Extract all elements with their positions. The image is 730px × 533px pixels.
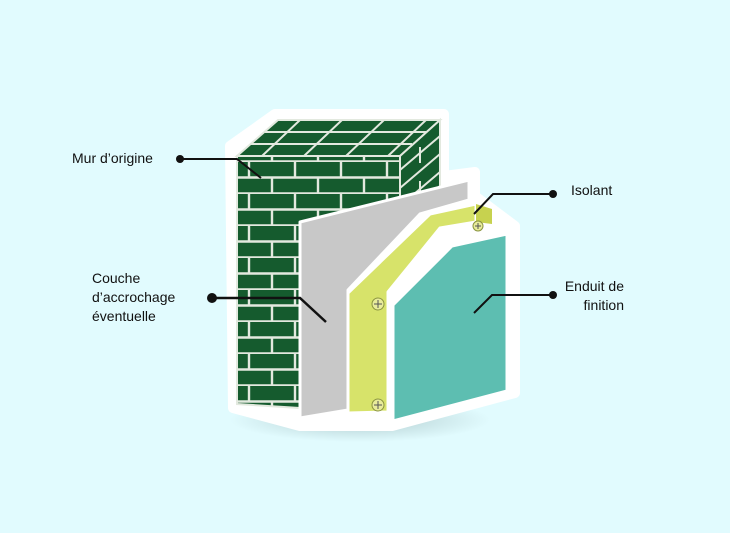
leader-enduit — [473, 291, 557, 314]
leader-isolant — [473, 190, 557, 215]
screw-fixing-icon — [371, 297, 385, 311]
label-enduit-finition: Enduit de finition — [564, 278, 624, 313]
screw-fixing-icon — [371, 398, 385, 412]
label-isolant: Isolant — [571, 182, 613, 198]
label-mur-origine: Mur d’origine — [72, 150, 153, 166]
insulation-front — [346, 202, 478, 415]
label-couche-accrochage: Couche d’accrochage éventuelle — [92, 270, 176, 324]
adhesion-layer — [298, 178, 471, 420]
leader-couche — [207, 293, 327, 323]
finish-coat — [391, 232, 509, 423]
leader-mur — [176, 155, 262, 179]
screw-fixing-icon — [472, 220, 484, 232]
